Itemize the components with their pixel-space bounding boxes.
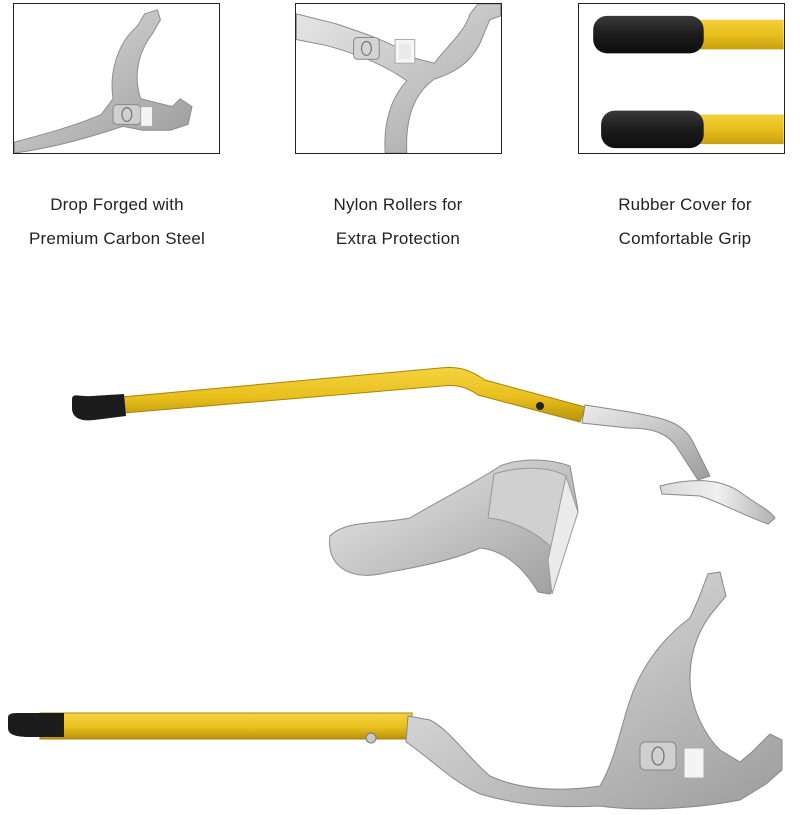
detail-panel-nylon-rollers xyxy=(295,3,502,154)
caption-line: Comfortable Grip xyxy=(618,229,752,248)
nylon-rollers-closeup-image xyxy=(296,4,501,153)
detail-panel-rubber-grip xyxy=(578,3,785,154)
caption-line: Drop Forged with xyxy=(50,195,184,214)
bead-breaker-head xyxy=(329,459,579,595)
tire-changer-tools-image xyxy=(8,367,783,810)
caption-line: Rubber Cover for xyxy=(618,195,752,214)
caption-line: Extra Protection xyxy=(335,229,461,248)
forged-head-closeup-image xyxy=(14,9,193,153)
rubber-grip-closeup-image xyxy=(593,15,784,149)
caption-line: Nylon Rollers for xyxy=(333,195,463,214)
tire-changer-bar xyxy=(8,571,783,810)
feature-caption-grip: Rubber Cover for Comfortable Grip xyxy=(565,188,800,256)
bead-breaker-bar xyxy=(72,367,776,525)
feature-caption-rollers: Nylon Rollers for Extra Protection xyxy=(278,188,518,256)
caption-line: Premium Carbon Steel xyxy=(29,229,205,248)
detail-panel-forged-head xyxy=(13,3,220,154)
feature-caption-forged: Drop Forged with Premium Carbon Steel xyxy=(0,188,237,256)
